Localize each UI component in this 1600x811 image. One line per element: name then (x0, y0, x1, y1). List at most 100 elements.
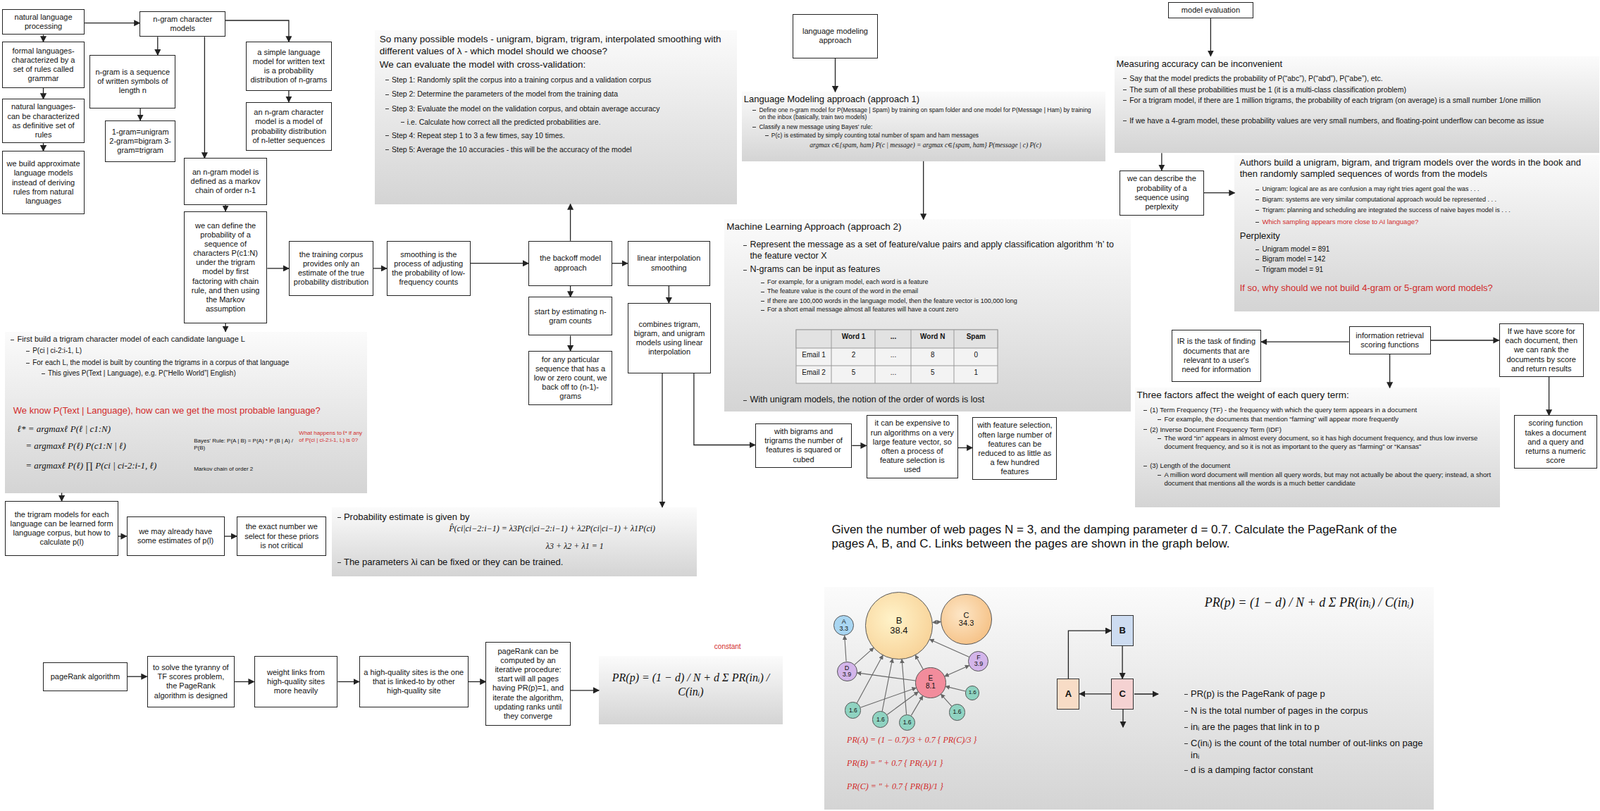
node-text: N is the total number of pages in the co… (1183, 705, 1429, 717)
table-rule (910, 329, 912, 384)
pagerank-circle: C34.3 (940, 593, 992, 645)
connector-arrow (856, 655, 883, 704)
connector-arrow (569, 336, 571, 352)
node-text: For example, for a unigram model, each w… (760, 278, 1118, 287)
connector-arrow (1389, 354, 1391, 389)
table-cell: Spam (953, 332, 998, 341)
process-box: a simple language model for written text… (245, 41, 332, 91)
node-text: If we have score for each document, then… (1503, 326, 1580, 374)
node-text: we build approximate language models ins… (6, 159, 81, 206)
process-box: model evaluation (1168, 2, 1253, 19)
node-text: we can define the probability of a seque… (188, 221, 264, 315)
node-text: a simple language model for written text… (250, 47, 328, 86)
node-text: ℓ* = argmaxℓ P(ℓ | c1:N) (17, 423, 191, 435)
node-text: argmax c∈{spam, ham} P(c | message) = ar… (772, 141, 1079, 151)
node-text: Markov chain of order 2 (193, 465, 291, 473)
connector-arrow (288, 90, 289, 103)
node-text: 1.6 (903, 719, 912, 726)
node-text: the exact number we select for these pri… (240, 522, 322, 551)
node-text: 8.1 (925, 682, 936, 691)
process-box: we build approximate language models ins… (2, 150, 85, 215)
node-text: If we have a 4-gram model, these probabi… (1122, 116, 1592, 126)
node-text: IR is the task of finding documents that… (1175, 336, 1257, 375)
connector-arrow (856, 672, 916, 681)
node-text: combines trigram, bigram, and unigram mo… (631, 319, 708, 358)
node-text: (2) Inverse Document Frequency Term (IDF… (1142, 425, 1450, 434)
node-text: an n-gram model is defined as a markov c… (188, 167, 264, 196)
node-text: D (844, 665, 850, 672)
node-text: the backoff model approach (532, 253, 609, 272)
connector-arrow (661, 373, 663, 508)
connector-arrow (569, 204, 571, 241)
node-text: Step 1: Randomly split the corpus into a… (384, 75, 732, 85)
node-text: Perplexity (1239, 230, 1445, 242)
connector-arrow (1261, 341, 1350, 343)
process-box: n-gram character models (139, 11, 226, 37)
node-text: PR(p) is the PageRank of page p (1183, 688, 1429, 700)
node-text: 3.9 (842, 671, 852, 678)
connector-arrow (834, 58, 836, 93)
node-text: the training corpus provides only an est… (293, 250, 370, 288)
node-text: with bigrams and trigrams the number of … (759, 426, 849, 465)
pagerank-circle: B38.4 (865, 591, 933, 660)
node-text: = argmaxℓ P(ℓ) ∏ P(ci | ci-2:i-1, ℓ) (25, 460, 189, 472)
process-box: the training corpus provides only an est… (288, 240, 374, 296)
connector-arrow (224, 205, 226, 212)
node-text: Unigram: logical are as are confusion a … (1254, 185, 1592, 194)
node-text: 1.6 (876, 716, 885, 723)
node-text: Bigram: systems are very similar computa… (1254, 195, 1592, 204)
connector-arrow (42, 34, 44, 42)
process-box: formal languages- characterized by a set… (2, 41, 85, 88)
table-rule (796, 365, 998, 367)
node-text: we can describe the probability of a seq… (1123, 174, 1200, 212)
connector-arrow (468, 681, 487, 682)
connector-arrow (157, 36, 158, 55)
outlink-arrow (1134, 693, 1159, 694)
node-text: Step 5: Average the 10 accuracies - this… (384, 145, 732, 155)
node-text: C (1118, 688, 1126, 700)
connector-arrow (940, 693, 952, 706)
node-text: Unigram model = 891 (1254, 245, 1460, 255)
node-text: A (1065, 688, 1072, 700)
node-text: 1.6 (953, 708, 962, 716)
slide-panel: Three factors affect the weight of each … (1135, 387, 1501, 507)
process-box: start by estimating n-gram counts (528, 296, 613, 336)
connector-arrow (118, 535, 127, 537)
node-text: Which sampling appears more close to AI … (1254, 217, 1562, 227)
slide-panel: PR(p) = (1 − d) / N + d Σ PR(inᵢ) / C(in… (598, 655, 783, 725)
node-text: linear interpolation smoothing (631, 253, 706, 272)
table-rule (831, 329, 833, 384)
connector-arrow (234, 681, 255, 682)
node-text: = argmaxℓ P(ℓ) P(c1:N | ℓ) (25, 440, 189, 452)
slide-panel: PR(p) = (1 − d) / N + d Σ PR(inᵢ) / C(in… (824, 586, 1434, 810)
table-frame (796, 329, 998, 384)
node-text: start by estimating n-gram counts (532, 307, 609, 326)
connector-arrow (204, 36, 206, 158)
pagerank-circle: D3.9 (836, 661, 858, 682)
process-box: we can describe the probability of a seq… (1119, 170, 1205, 216)
pagerank-circle: 1.6 (965, 685, 980, 700)
process-box: for any particular sequence that has a l… (528, 350, 613, 406)
connector-arrow (901, 658, 907, 715)
node-text: C (963, 611, 970, 620)
node-text: Probability estimate is given by (336, 511, 644, 523)
node-text: smoothing is the process of adjusting th… (391, 250, 467, 288)
connector-arrow (42, 143, 44, 151)
node-text: Classify a new message using Bayes' rule… (751, 123, 1059, 132)
node-text: Three factors affect the weight of each … (1136, 389, 1494, 402)
connector-arrow (139, 108, 141, 121)
node-text: With unigram models, the notion of the o… (742, 394, 1121, 406)
node-text: pageRank can be computed by an iterative… (489, 646, 566, 722)
process-box: weight links from high-quality sites mor… (254, 655, 339, 707)
process-box: the trigram models for each language can… (4, 500, 119, 556)
node-text: PR(p) = (1 − d) / N + d Σ PR(inᵢ) / C(in… (1192, 594, 1427, 611)
pagerank-circle: A3.3 (833, 615, 854, 636)
node-text: Step 2: Determine the parameters of the … (384, 89, 732, 99)
node-text: a high-quality sites is the one that is … (363, 667, 465, 697)
connector-arrow (1210, 18, 1212, 57)
node-text: model evaluation (1181, 5, 1240, 15)
process-box: IR is the task of finding documents that… (1171, 329, 1262, 382)
node-text: If there are 100,000 words in the langua… (760, 297, 1118, 306)
question-text: Given the number of web pages N = 3, and… (831, 522, 1403, 552)
connector-arrow (932, 621, 942, 623)
